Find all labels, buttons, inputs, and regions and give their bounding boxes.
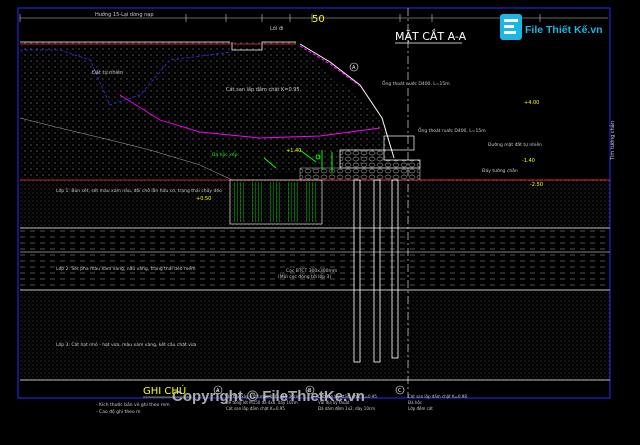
note-line-1: - Kích thước bản vẽ ghi theo mm xyxy=(96,401,170,408)
watermark-logo-text: File Thiết Kế.vn xyxy=(525,24,603,36)
layer2-label: Lớp 2: Sét pha màu xám vàng, nâu vàng, t… xyxy=(56,264,196,272)
fill-label: Cát san lấp đầm chặt K=0.95 xyxy=(226,85,300,93)
layer3-zone xyxy=(20,290,610,380)
legend-C-line-1: Cát san lấp đầm chặt K=0.98 xyxy=(408,394,467,399)
pipe-label-2: Ống thoát nước D400, L=15m xyxy=(418,126,486,134)
legend-B-line-3: Đá dăm đệm 1x2, dày 10cm xyxy=(318,406,375,411)
slope-right xyxy=(299,43,395,159)
elevation-4: -2.50 xyxy=(530,182,543,188)
right-label-2: Đáy tường chắn xyxy=(482,167,518,174)
marker-A-top-label: A xyxy=(352,65,356,71)
pile-label: Cọc BTCT 300x300mm xyxy=(286,268,337,274)
legend-C-line-3: Lớp đệm cát xyxy=(408,406,433,411)
pile-label-2: (Mũi cọc đóng tới lớp 3) xyxy=(278,273,331,280)
slope-magenta-stripe xyxy=(299,45,361,87)
elevation-3: -1.40 xyxy=(522,158,535,164)
watermark-logo: File Thiết Kế.vn xyxy=(500,14,603,40)
walkway-label: Lối đi xyxy=(270,25,283,32)
layer2-zone xyxy=(20,228,610,290)
svg-text:A: A xyxy=(216,388,220,394)
left-slope-hatch xyxy=(19,117,233,181)
section-title: MẶT CẮT A-A xyxy=(395,29,467,43)
magenta-line xyxy=(119,94,381,139)
embankment-fill xyxy=(20,42,392,180)
top-dimension-value: 50 xyxy=(312,14,325,25)
layer3-label: Lớp 3: Cát hạt nhỏ - hạt vừa, màu xám và… xyxy=(56,341,197,348)
elevation-5: +0.50 xyxy=(196,196,211,202)
elevation-2: +1.40 xyxy=(286,148,301,154)
note-line-2: - Cao độ ghi theo m xyxy=(96,408,141,415)
right-label-1: Đường mặt đất tự nhiên xyxy=(488,141,542,148)
embankment-outline xyxy=(20,41,296,51)
legend-A: A Đá hộc xây VXM mác 100, dày 30cm Bê tô… xyxy=(213,385,300,411)
deep-piles xyxy=(353,179,399,363)
legend-B-line-1: Cát san lấp đầm chặt K=0.95 xyxy=(318,394,377,399)
blue-dashed-line xyxy=(20,49,233,106)
pipe-label-1: Ống thoát nước D400, L=15m xyxy=(382,79,450,87)
stone-label: Đá hộc xếp xyxy=(212,151,238,158)
legend-A-line-2: Bê tông lót M150 đá 4x6, dày 10cm xyxy=(226,400,298,405)
legend-A-line-3: Cát san lấp đầm chặt K=0.95 xyxy=(226,406,285,411)
pile-group xyxy=(229,179,323,225)
notes-title: GHI CHÚ xyxy=(143,384,186,397)
wall-cap xyxy=(383,135,415,151)
top-dimension-label: Hướng 15-Lại dòng nạp xyxy=(95,11,154,18)
legend-B: B Cát san lấp đầm chặt K=0.95 Vải địa kỹ… xyxy=(305,385,377,411)
legend-B-line-2: Vải địa kỹ thuật xyxy=(318,400,350,405)
centreline-label: Tim tường chắn xyxy=(609,121,616,161)
watermark-copyright: Copyright © FileThietKe.vn xyxy=(172,388,365,405)
legend-A-line-1: Đá hộc xây VXM mác 100, dày 30cm xyxy=(226,394,300,399)
layer1-label: Lớp 1: Bùn sét, sét màu xám nâu, đôi chỗ… xyxy=(56,187,222,194)
elevation-1: +4.00 xyxy=(524,100,539,106)
stone-base xyxy=(299,167,421,181)
legend-C: C Cát san lấp đầm chặt K=0.98 Đá hộc Lớp… xyxy=(395,385,467,411)
legend-C-line-2: Đá hộc xyxy=(408,400,422,405)
marker-A-top xyxy=(349,62,359,72)
svg-text:C: C xyxy=(398,388,402,394)
svg-text:B: B xyxy=(308,388,312,394)
watermark-copyright-text: Copyright © FileThietKe.vn xyxy=(172,388,365,405)
left-label: Đất tự nhiên xyxy=(92,69,123,76)
green-detail-marks xyxy=(263,149,333,172)
